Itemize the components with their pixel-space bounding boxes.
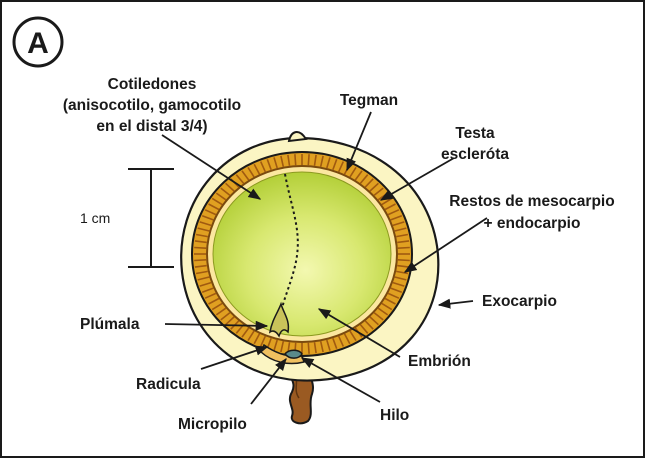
embryo <box>213 172 391 336</box>
testa-rib <box>295 154 296 165</box>
label-cotiledones-2: (anisocotilo, gamocotilo <box>63 97 241 114</box>
hilum <box>285 350 302 358</box>
label-cotiledones-3: en el distal 3/4) <box>96 118 207 135</box>
testa-rib <box>398 248 410 249</box>
label-plumala: Plúmala <box>80 316 140 333</box>
label-testa-2: escleróta <box>441 146 509 163</box>
seed-diagram-svg: A 1 cm Cotiledones (anisocotilo, <box>2 2 643 456</box>
label-hilo: Hilo <box>380 407 409 424</box>
label-cotiledones-1: Cotiledones <box>108 76 197 93</box>
testa-rib <box>308 154 309 165</box>
testa-rib <box>194 248 206 249</box>
label-exocarpio: Exocarpio <box>482 293 557 310</box>
panel-letter-badge: A <box>14 18 62 66</box>
label-restos-2: + endocarpio <box>484 215 581 232</box>
leader-exocarpio <box>439 301 473 305</box>
fruit-apex <box>289 132 306 141</box>
testa-rib <box>308 343 309 354</box>
scale-bar: 1 cm <box>80 169 174 267</box>
label-testa-1: Testa <box>455 125 495 142</box>
scale-label: 1 cm <box>80 210 110 226</box>
testa-rib <box>194 260 206 261</box>
label-restos-1: Restos de mesocarpio <box>449 193 614 210</box>
label-micropilo: Micropilo <box>178 416 247 433</box>
label-radicula: Radicula <box>136 376 201 393</box>
label-embrion: Embrión <box>408 353 471 370</box>
panel-letter: A <box>27 27 49 60</box>
testa-rib <box>398 260 410 261</box>
label-tegman: Tegman <box>340 92 398 109</box>
